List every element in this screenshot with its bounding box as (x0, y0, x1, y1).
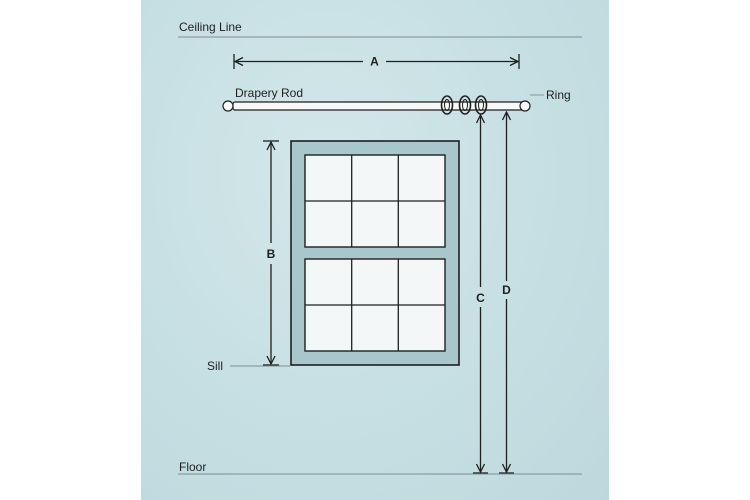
window (290, 140, 460, 366)
rod-finial-right (519, 100, 531, 112)
dimension-a: A (233, 54, 520, 69)
ceiling-line-label: Ceiling Line (179, 20, 242, 34)
drapery-rod-label: Drapery Rod (235, 86, 303, 100)
dimension-b-label: B (267, 247, 276, 261)
ring-label: Ring (546, 88, 571, 102)
sill-label: Sill (207, 359, 223, 373)
ring-3-inner (478, 99, 484, 111)
ring-2-inner (462, 99, 468, 111)
dimension-d-label: D (502, 283, 511, 297)
ring-1 (440, 95, 454, 115)
floor-label: Floor (179, 460, 206, 474)
rod-finial-left (222, 100, 234, 112)
ring-1-inner (444, 99, 450, 111)
dimension-c-label: C (476, 291, 485, 305)
drapery-rod (222, 100, 531, 112)
lower-sash (304, 258, 446, 352)
dimension-b: B (263, 140, 279, 366)
dimension-d: D (499, 112, 514, 474)
upper-sash (304, 154, 446, 248)
ring-2 (458, 95, 472, 115)
dimension-c: C (473, 115, 488, 474)
dimension-a-label: A (370, 55, 379, 69)
